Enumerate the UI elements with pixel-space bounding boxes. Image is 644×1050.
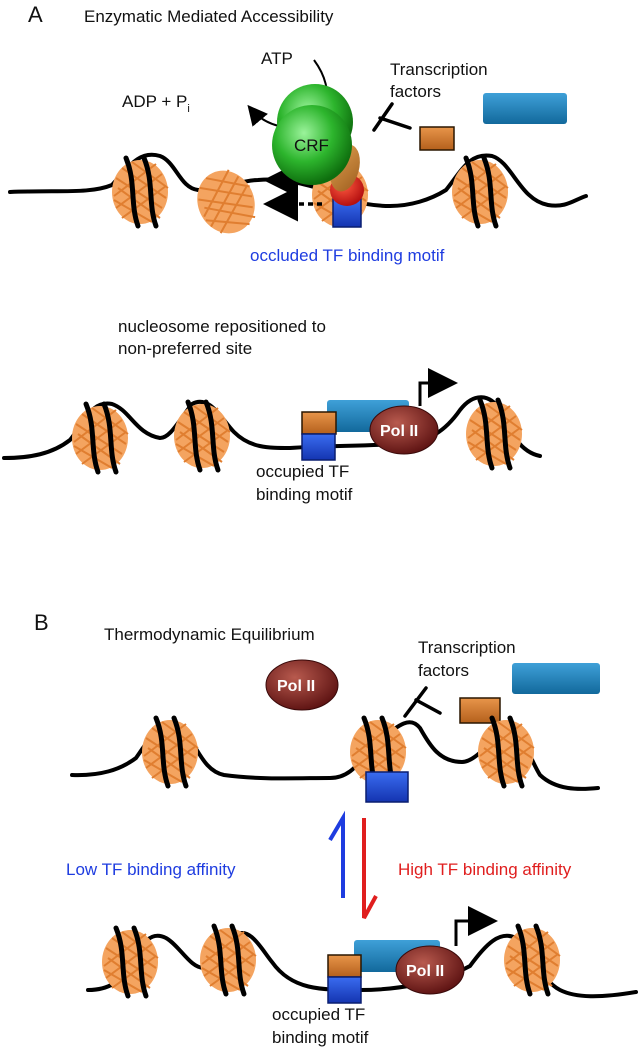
- occupied-motif-label-line1: occupied TF: [272, 1005, 365, 1024]
- panel-a-letter: A: [28, 2, 43, 27]
- tf-blue: [512, 663, 600, 694]
- nucleosome: [111, 158, 169, 226]
- tf-label-line2: factors: [390, 82, 441, 101]
- reposition-label-line1: nucleosome repositioned to: [118, 317, 326, 336]
- tf-orange-bound: [327, 954, 362, 978]
- nucleosome: [186, 160, 266, 244]
- atp-label: ATP: [261, 49, 293, 68]
- tf-label-line1: Transcription: [390, 60, 488, 79]
- tf-b-label-line1: Transcription: [418, 638, 516, 657]
- crf-label: CRF: [294, 136, 329, 155]
- panel-b-letter: B: [34, 610, 49, 635]
- low-affinity-label: Low TF binding affinity: [66, 860, 236, 879]
- pol2-bound-label: Pol II: [406, 963, 444, 980]
- nucleosome: [173, 402, 231, 470]
- occupied-motif-label-line2: binding motif: [256, 485, 353, 504]
- pol2-free-label: Pol II: [277, 678, 315, 695]
- reposition-label-line2: non-preferred site: [118, 339, 252, 358]
- occupied-motif: [301, 433, 336, 461]
- transcription-start-arrow: [418, 368, 458, 406]
- panel-b: B Thermodynamic Equilibrium Pol II Trans…: [34, 610, 638, 1047]
- tf-blue: [483, 93, 567, 124]
- transcription-start-arrow: [454, 906, 498, 946]
- panel-a: A Enzymatic Mediated Accessibility CRF A…: [2, 2, 588, 504]
- occluded-motif: [365, 771, 409, 803]
- panel-a-title: Enzymatic Mediated Accessibility: [84, 7, 334, 26]
- crf-complex: [272, 105, 352, 185]
- nucleosome: [71, 404, 129, 472]
- occupied-motif: [327, 976, 362, 1004]
- pol2-bound-label: Pol II: [380, 423, 418, 440]
- nucleosome: [465, 400, 523, 468]
- pol2-free: [265, 659, 339, 711]
- nucleosome: [477, 718, 535, 786]
- tf-orange-bound: [301, 411, 337, 435]
- occupied-motif-label-line2: binding motif: [272, 1028, 369, 1047]
- tf-orange: [419, 126, 455, 151]
- occluded-motif-label: occluded TF binding motif: [250, 246, 445, 265]
- pol2-bound: [369, 405, 439, 455]
- equilibrium-arrow-down: [362, 818, 378, 919]
- panel-b-title: Thermodynamic Equilibrium: [104, 625, 315, 644]
- inhibition-symbol: [403, 686, 442, 718]
- pol2-bound: [395, 945, 465, 995]
- adp-label: ADP + Pi: [122, 92, 190, 115]
- nucleosome: [141, 718, 199, 786]
- high-affinity-label: High TF binding affinity: [398, 860, 572, 879]
- equilibrium-arrow-up: [328, 810, 345, 898]
- occupied-motif-label-line1: occupied TF: [256, 462, 349, 481]
- tf-b-label-line2: factors: [418, 661, 469, 680]
- inhibition-symbol: [372, 102, 412, 132]
